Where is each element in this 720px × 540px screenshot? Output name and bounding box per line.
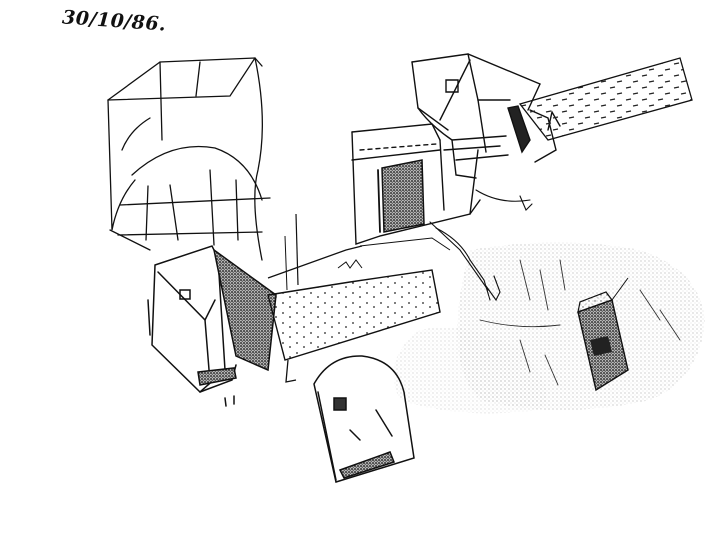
textured-screen-wall — [214, 250, 276, 370]
central-walkway — [268, 214, 450, 382]
upper-right-walkway — [520, 58, 692, 140]
upper-right-tower — [412, 54, 560, 178]
left-lower-block — [148, 246, 236, 406]
left-tower-volume — [108, 58, 270, 260]
arched-building — [314, 356, 414, 482]
site-lines — [430, 190, 532, 300]
shadow-ground-region — [393, 242, 705, 414]
shadow-hatching — [480, 260, 680, 385]
pavilion-dark-opening — [382, 160, 424, 232]
right-small-block — [578, 278, 628, 390]
